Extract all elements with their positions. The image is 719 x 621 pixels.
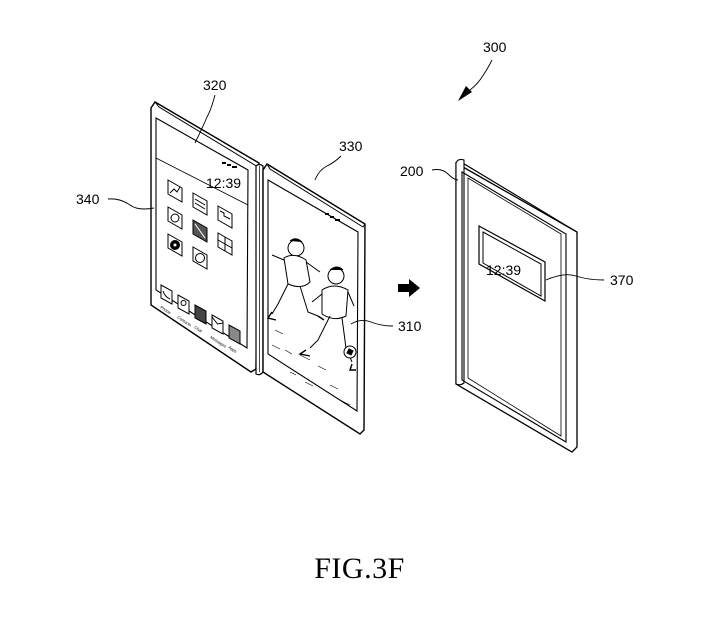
leader-300 xyxy=(469,59,493,91)
messages-dock-icon xyxy=(211,314,224,335)
clock-app-icon xyxy=(192,246,208,270)
soccer-image xyxy=(266,238,357,406)
leader-340 xyxy=(107,198,155,210)
google-app-icon xyxy=(167,206,183,230)
status-bar-icons xyxy=(222,162,237,168)
status-divider xyxy=(155,157,249,206)
ref-300: 300 xyxy=(483,39,507,55)
hinge xyxy=(255,163,264,376)
maps-app-icon xyxy=(192,219,208,243)
settings-app-icon xyxy=(167,233,183,257)
app-icon-grid xyxy=(167,179,233,270)
unfolded-device-right-panel xyxy=(262,163,366,435)
leader-300-arrowhead xyxy=(458,86,472,101)
ref-310: 310 xyxy=(398,318,422,334)
dock-label-apps: Apps xyxy=(227,345,237,354)
folded-clock-widget: 12:39 xyxy=(478,224,546,303)
folded-hinge-edge xyxy=(455,158,465,386)
notes-app-icon xyxy=(192,192,208,216)
chart-app-icon xyxy=(167,179,183,203)
leader-320 xyxy=(194,94,216,144)
ref-370: 370 xyxy=(610,272,634,288)
transition-arrow xyxy=(398,279,420,297)
folded-clock-time: 12:39 xyxy=(486,262,521,278)
status-clock: 12:39 xyxy=(206,175,241,191)
ref-330: 330 xyxy=(339,138,363,154)
contacts-dock-icon xyxy=(177,294,190,315)
apps-dock-icon xyxy=(228,324,241,345)
folded-device xyxy=(455,158,578,453)
leader-200 xyxy=(431,169,459,181)
grid-app-icon xyxy=(217,232,233,256)
right-status-icons xyxy=(325,213,340,221)
folded-outer-screen xyxy=(461,171,567,443)
phone-dock-icon xyxy=(160,284,173,305)
folder-app-icon xyxy=(217,205,233,229)
figure-caption: FIG.3F xyxy=(314,552,405,585)
leader-330 xyxy=(314,155,342,181)
dock-label-chat: Chat xyxy=(193,325,204,334)
dock-label-phone: Phone xyxy=(159,305,172,316)
ref-320: 320 xyxy=(203,77,227,93)
leader-lines xyxy=(107,59,605,327)
chat-dock-icon xyxy=(194,304,207,325)
leader-370 xyxy=(545,274,605,281)
ref-200: 200 xyxy=(400,163,424,179)
player-one xyxy=(266,238,325,321)
ground-texture xyxy=(271,329,351,406)
dock xyxy=(160,284,241,345)
ref-340: 340 xyxy=(76,191,100,207)
leader-310 xyxy=(350,319,394,327)
soccer-ball xyxy=(343,345,357,359)
